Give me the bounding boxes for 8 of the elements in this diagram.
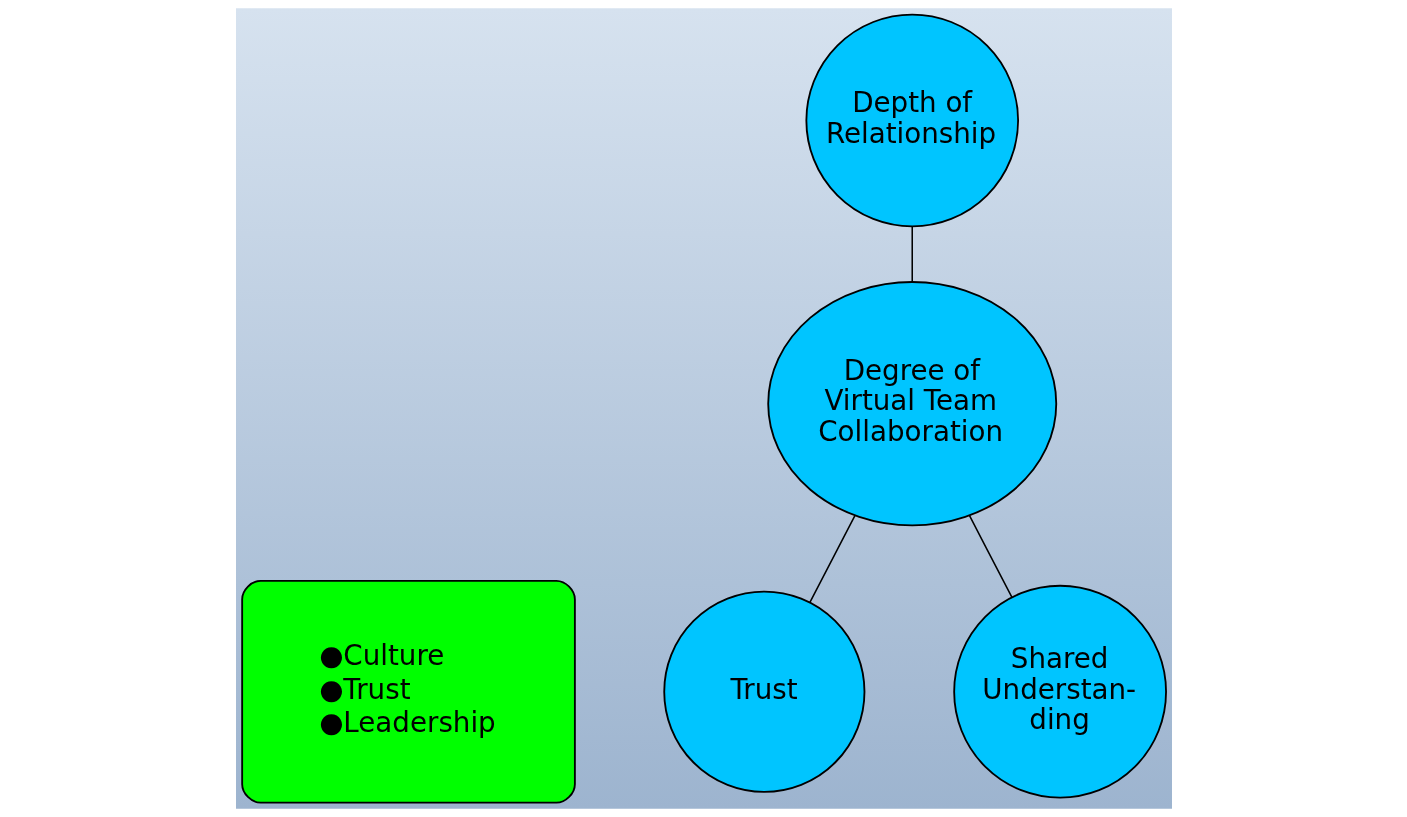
connector [808, 514, 856, 604]
node-circle: Trust [662, 590, 865, 793]
node-circle: Depth of Relationship [804, 13, 1019, 228]
node-box: ●Culture ●Trust ●Leadership [240, 579, 576, 804]
node-ellipse: Degree of Virtual Team Collaboration [766, 281, 1057, 527]
node-circle: Shared Understan- ding [952, 584, 1167, 799]
connector [910, 225, 913, 283]
connector [968, 514, 1013, 599]
